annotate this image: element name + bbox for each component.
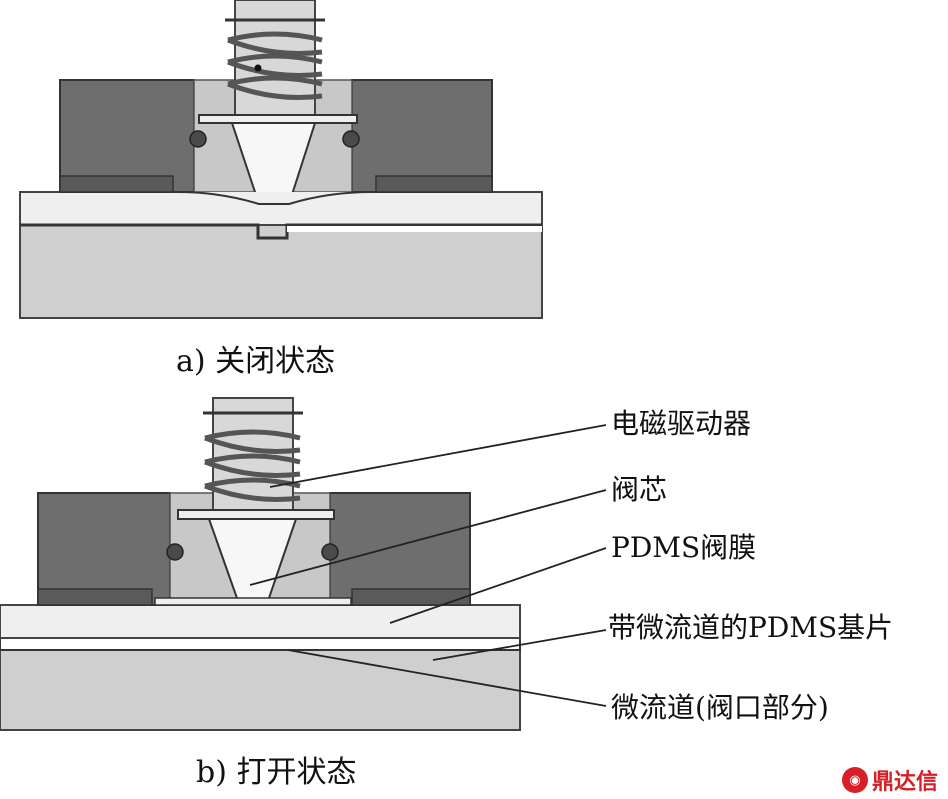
caption-closed: a) 关闭状态 [176, 344, 336, 379]
closed-oring-right [342, 130, 360, 148]
closed-channel [20, 223, 542, 240]
closed-substrate [19, 224, 543, 319]
closed-housing-left [59, 79, 195, 193]
open-oring-left [166, 543, 184, 561]
label-membrane: PDMS阀膜 [611, 531, 757, 564]
leader-membrane [389, 547, 607, 624]
closed-housing-right [351, 79, 493, 193]
open-membrane-layer [0, 604, 521, 639]
open-plate [177, 509, 335, 520]
watermark-text: 鼎达信 [872, 770, 939, 795]
open-housing-right [329, 492, 471, 606]
closed-coil [227, 31, 323, 100]
label-valve-core: 阀芯 [611, 473, 668, 506]
label-substrate: 带微流道的PDMS基片 [608, 611, 894, 644]
leader-lines [249, 424, 607, 707]
panel-closed [19, 0, 543, 319]
open-substrate [0, 649, 521, 731]
seal-icon: ◉ [842, 767, 868, 793]
leader-substrate [432, 629, 607, 661]
open-oring-right [321, 543, 339, 561]
leader-valve-core [249, 489, 607, 586]
label-channel: 微流道(阀口部分) [611, 691, 829, 724]
closed-oring-left [189, 130, 207, 148]
open-channel [0, 637, 521, 651]
label-actuator: 电磁驱动器 [611, 407, 752, 440]
leader-channel [287, 649, 607, 707]
closed-plate [198, 114, 358, 124]
open-housing-left [37, 492, 171, 606]
panel-open [0, 397, 607, 731]
leader-actuator [269, 424, 607, 488]
watermark: ◉ 鼎达信 [842, 764, 938, 796]
caption-open: b) 打开状态 [196, 755, 357, 790]
